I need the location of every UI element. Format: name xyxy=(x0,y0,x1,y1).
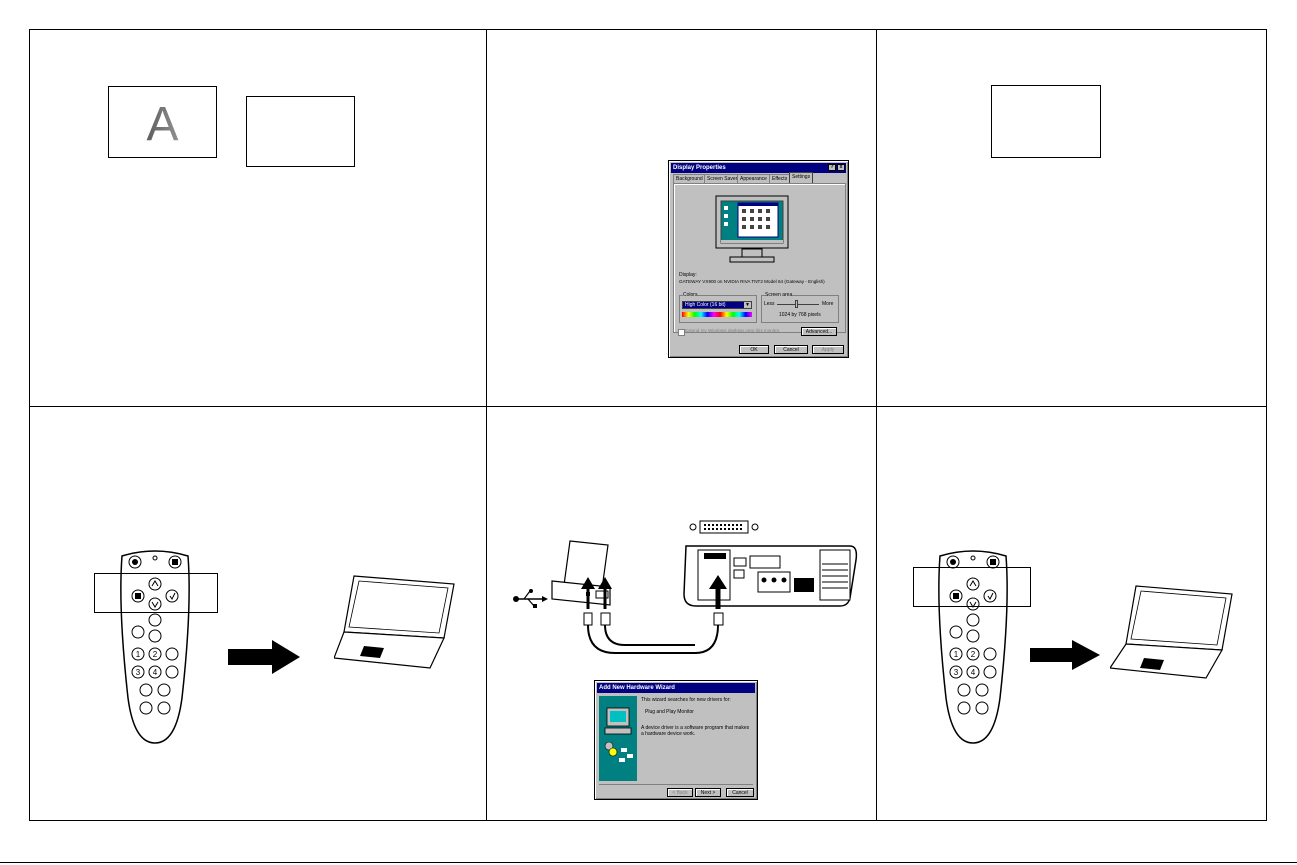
add-hardware-wizard: Add New Hardware Wizard This wizard sear… xyxy=(594,680,758,800)
color-spectrum-bar xyxy=(682,312,752,317)
usb-icon xyxy=(513,589,548,608)
svg-text:3: 3 xyxy=(954,668,959,677)
remote-control-right: 1 2 3 4 xyxy=(938,550,1008,744)
grid-divider-1 xyxy=(486,29,487,821)
page-frame xyxy=(29,29,1267,821)
tab-effects[interactable]: Effects xyxy=(769,174,791,183)
letter-a: A xyxy=(109,97,216,152)
laptop-icon xyxy=(334,575,455,669)
remote-control-left: 1 2 3 4 xyxy=(120,550,190,744)
back-button[interactable]: < Back xyxy=(667,788,693,797)
grid-divider-2 xyxy=(876,29,877,821)
display-value: GATEWAY VX900 on NVIDIA RIVA TNT2 Model … xyxy=(679,279,825,284)
monitor-icon xyxy=(715,195,789,263)
colors-select-value: High Color (16 bit) xyxy=(685,302,726,308)
remote-highlight-box-left xyxy=(94,573,218,613)
tab-settings[interactable]: Settings xyxy=(789,172,814,183)
svg-text:3: 3 xyxy=(136,668,141,677)
less-label: Less xyxy=(764,301,775,307)
screen-area-slider[interactable] xyxy=(777,304,819,305)
svg-text:1: 1 xyxy=(136,650,141,659)
resolution-text: 1024 by 768 pixels xyxy=(779,312,821,318)
cable-connection xyxy=(581,575,727,654)
laptop-icon-2 xyxy=(1110,585,1233,679)
wizard-side-image xyxy=(599,696,637,781)
dialog-title: Display Properties xyxy=(673,165,726,171)
svg-text:2: 2 xyxy=(153,650,158,659)
computer-icon xyxy=(604,707,633,762)
svg-text:4: 4 xyxy=(971,668,976,677)
extend-checkbox-label: Extend my Windows desktop onto this moni… xyxy=(685,328,781,333)
screen-area-label: Screen area xyxy=(765,292,793,298)
svg-text:4: 4 xyxy=(153,668,158,677)
letter-a-frame: A xyxy=(108,86,217,158)
tab-screen-saver[interactable]: Screen Saver xyxy=(704,174,741,183)
right-arrow-icon xyxy=(228,640,300,674)
close-button[interactable]: x xyxy=(837,164,845,171)
page-bottom-rule xyxy=(0,862,1297,863)
wizard-separator xyxy=(599,784,753,785)
screen-area-group xyxy=(761,295,839,323)
colors-group xyxy=(679,295,757,323)
tab-background[interactable]: Background xyxy=(673,174,706,183)
svg-text:1: 1 xyxy=(954,650,959,659)
apply-button[interactable]: Apply xyxy=(812,345,844,354)
grid-divider-row xyxy=(29,406,1267,407)
cancel-button[interactable]: Cancel xyxy=(774,345,808,354)
svg-text:2: 2 xyxy=(971,650,976,659)
wizard-line-2: Plug and Play Monitor xyxy=(645,709,694,715)
wizard-title: Add New Hardware Wizard xyxy=(597,683,755,693)
wizard-line-1: This wizard searches for new drivers for… xyxy=(641,697,731,703)
chevron-down-icon: ▼ xyxy=(744,302,751,308)
help-button[interactable]: ? xyxy=(828,164,836,171)
settings-panel xyxy=(673,183,846,333)
advanced-button[interactable]: Advanced... xyxy=(801,327,837,336)
remote-highlight-box-right xyxy=(913,567,1031,607)
display-label: Display: xyxy=(679,272,697,278)
extend-checkbox[interactable] xyxy=(678,329,685,336)
wizard-line-3: A device driver is a software program th… xyxy=(641,725,750,737)
right-arrow-icon-2 xyxy=(1030,640,1100,670)
empty-callout-box-1 xyxy=(246,96,355,167)
colors-label: Colors xyxy=(683,292,698,298)
dialog-title-bar: Display Properties ? x xyxy=(671,163,846,173)
dvi-connector-icon xyxy=(689,520,759,534)
ok-button[interactable]: OK xyxy=(739,345,769,354)
empty-callout-box-2 xyxy=(991,85,1101,158)
colors-select[interactable]: High Color (16 bit) ▼ xyxy=(682,301,752,309)
more-label: More xyxy=(822,301,834,307)
next-button[interactable]: Next > xyxy=(695,788,721,797)
projector-icon xyxy=(683,545,858,607)
wizard-cancel-button[interactable]: Cancel xyxy=(726,788,754,797)
display-properties-dialog: Display Properties ? x Background Screen… xyxy=(668,160,849,358)
tab-appearance[interactable]: Appearance xyxy=(737,174,770,183)
slider-thumb[interactable] xyxy=(795,300,798,308)
